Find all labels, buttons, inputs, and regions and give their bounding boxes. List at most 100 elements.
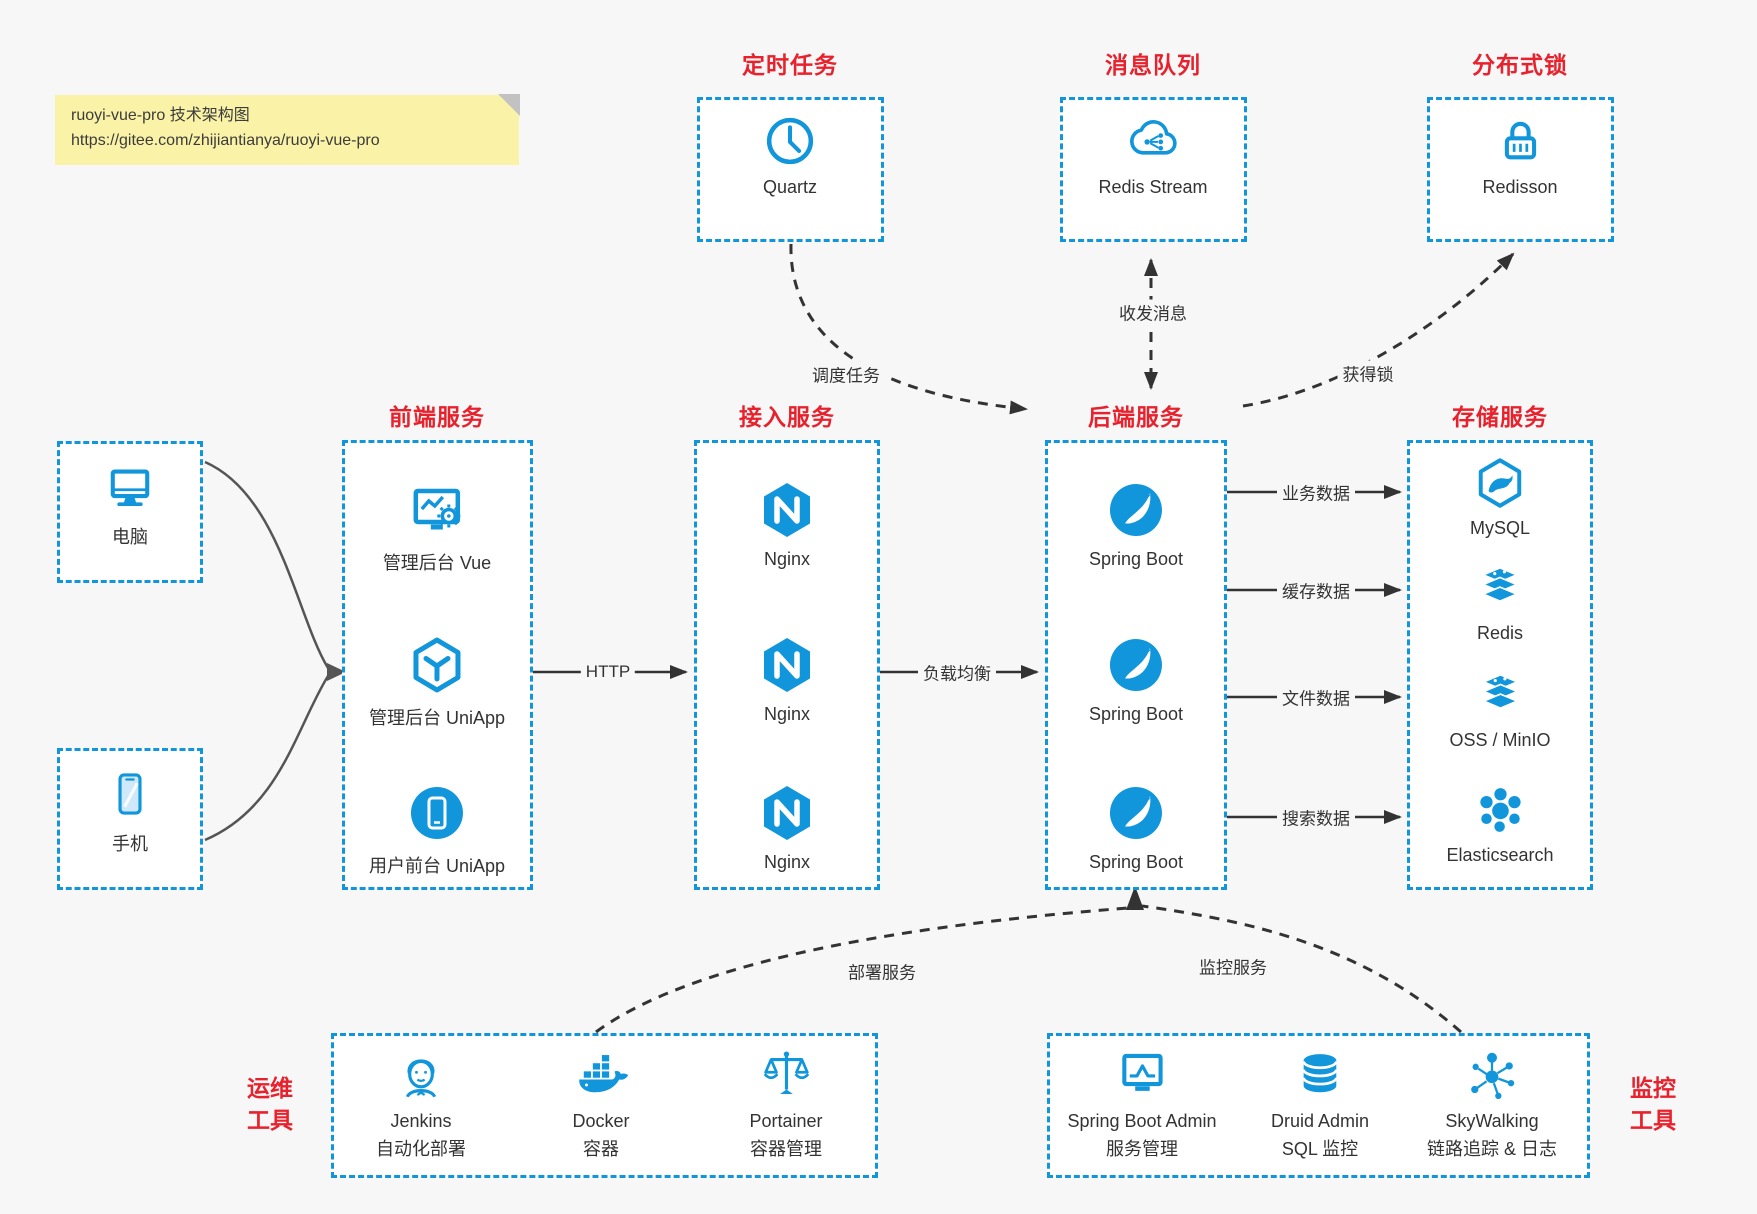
skywalking-icon bbox=[1470, 1051, 1516, 1101]
node-redis-label: Redis bbox=[1476, 623, 1524, 643]
node-admin-vue-label: 管理后台 Vue bbox=[382, 553, 492, 573]
node-portainer-sublabel: 容器管理 bbox=[749, 1139, 822, 1159]
note-title: ruoyi-vue-pro 技术架构图 bbox=[71, 107, 250, 124]
node-redisson: Redisson bbox=[1482, 112, 1558, 198]
gateway-services-title: 接入服务 bbox=[739, 404, 835, 430]
node-skywalking-label: SkyWalking bbox=[1445, 1111, 1539, 1131]
node-jenkins: Jenkins 自动化部署 bbox=[376, 1046, 466, 1161]
node-mysql-label: MySQL bbox=[1469, 518, 1531, 538]
node-druid-admin-sublabel: SQL 监控 bbox=[1281, 1139, 1359, 1159]
backend-services-title: 后端服务 bbox=[1088, 404, 1184, 430]
node-elasticsearch-label: Elasticsearch bbox=[1446, 845, 1554, 865]
mobile-client-box bbox=[57, 748, 203, 890]
redis-stack-icon bbox=[1482, 567, 1518, 602]
node-spring-boot-1-label: Spring Boot bbox=[1088, 549, 1184, 569]
message-queue-title: 消息队列 bbox=[1105, 52, 1201, 78]
scheduled-tasks-title: 定时任务 bbox=[742, 52, 838, 78]
node-pc-label: 电脑 bbox=[112, 527, 148, 547]
node-user-uniapp: 用户前台 UniApp bbox=[369, 781, 505, 878]
druid-icon bbox=[1302, 1052, 1338, 1094]
monitor-tools-side-line2: 工具 bbox=[1630, 1107, 1676, 1133]
node-spring-boot-2-label: Spring Boot bbox=[1088, 704, 1184, 724]
node-nginx-1-label: Nginx bbox=[763, 549, 811, 569]
edge-phone-to-frontend bbox=[204, 675, 330, 842]
monitor-tools-side-line1: 监控 bbox=[1630, 1075, 1676, 1101]
edge-label-load-balance: 负载均衡 bbox=[918, 659, 996, 685]
node-portainer-label: Portainer bbox=[749, 1111, 823, 1131]
edge-label-schedule: 调度任务 bbox=[807, 361, 885, 387]
node-spring-boot-3-label: Spring Boot bbox=[1088, 852, 1184, 872]
edge-label-search-data: 搜索数据 bbox=[1277, 804, 1355, 830]
node-spring-boot-admin: Spring Boot Admin 服务管理 bbox=[1067, 1046, 1217, 1161]
node-docker-sublabel: 容器 bbox=[583, 1139, 619, 1159]
node-spring-boot-3: Spring Boot bbox=[1089, 781, 1183, 873]
node-spring-boot-admin-sublabel: 服务管理 bbox=[1106, 1139, 1178, 1159]
ops-tools-side-line2: 工具 bbox=[247, 1107, 293, 1133]
edge-label-message: 收发消息 bbox=[1114, 299, 1192, 325]
spring-icon bbox=[1109, 786, 1163, 840]
node-skywalking-sublabel: 链路追踪 & 日志 bbox=[1426, 1139, 1558, 1159]
ops-tools-side-label: 运维 工具 bbox=[247, 1072, 293, 1136]
frontend-services-title: 前端服务 bbox=[389, 404, 485, 430]
distributed-lock-title: 分布式锁 bbox=[1472, 52, 1568, 78]
node-redis-stream-label: Redis Stream bbox=[1098, 177, 1208, 197]
node-spring-boot-2: Spring Boot bbox=[1089, 633, 1183, 725]
storage-services-title: 存储服务 bbox=[1452, 404, 1548, 430]
node-spring-boot-1: Spring Boot bbox=[1089, 478, 1183, 570]
edge-label-file-data: 文件数据 bbox=[1277, 684, 1355, 710]
node-jenkins-label: Jenkins bbox=[390, 1111, 452, 1131]
phone-icon bbox=[118, 773, 142, 815]
node-user-uniapp-label: 用户前台 UniApp bbox=[368, 856, 506, 876]
pc-client-box bbox=[57, 441, 203, 583]
edge-label-cache-data: 缓存数据 bbox=[1277, 577, 1355, 603]
ops-tools-side-line1: 运维 bbox=[247, 1075, 293, 1101]
elasticsearch-icon bbox=[1479, 788, 1521, 832]
node-portainer: Portainer 容器管理 bbox=[749, 1046, 823, 1161]
node-skywalking: SkyWalking 链路追踪 & 日志 bbox=[1427, 1046, 1557, 1161]
node-jenkins-sublabel: 自动化部署 bbox=[376, 1139, 466, 1159]
edge-label-deploy: 部署服务 bbox=[843, 958, 921, 984]
node-spring-boot-admin-label: Spring Boot Admin bbox=[1067, 1111, 1217, 1131]
nginx-icon bbox=[755, 633, 819, 697]
sticky-note: ruoyi-vue-pro 技术架构图 https://gitee.com/zh… bbox=[55, 94, 520, 165]
nginx-icon bbox=[755, 781, 819, 845]
node-oss-minio: OSS / MinIO bbox=[1449, 667, 1551, 751]
monitor-tools-side-label: 监控 工具 bbox=[1630, 1072, 1676, 1136]
storage-stack-icon bbox=[1482, 674, 1518, 709]
node-docker: Docker 容器 bbox=[572, 1046, 630, 1161]
uniapp-icon bbox=[405, 633, 469, 697]
node-elasticsearch: Elasticsearch bbox=[1446, 782, 1554, 866]
user-app-icon bbox=[409, 785, 465, 841]
node-redis-stream: Redis Stream bbox=[1098, 112, 1208, 198]
jenkins-icon bbox=[405, 1059, 437, 1099]
node-redisson-label: Redisson bbox=[1482, 177, 1558, 197]
node-admin-uniapp-label: 管理后台 UniApp bbox=[368, 708, 506, 728]
node-druid-admin: Druid Admin SQL 监控 bbox=[1271, 1046, 1369, 1161]
admin-vue-icon bbox=[405, 478, 469, 542]
node-druid-admin-label: Druid Admin bbox=[1270, 1111, 1370, 1131]
edge-label-http: HTTP bbox=[580, 662, 636, 682]
clock-icon bbox=[761, 112, 819, 170]
edge-pc-to-frontend bbox=[204, 460, 330, 669]
node-quartz-label: Quartz bbox=[762, 177, 818, 197]
node-redis: Redis bbox=[1472, 560, 1528, 644]
node-admin-vue: 管理后台 Vue bbox=[383, 478, 491, 575]
edge-label-lock: 获得锁 bbox=[1337, 360, 1399, 386]
node-mysql: MySQL bbox=[1470, 455, 1530, 539]
node-nginx-3: Nginx bbox=[755, 781, 819, 873]
edge-monitor bbox=[1141, 904, 1462, 1034]
edge-label-monitor: 监控服务 bbox=[1194, 953, 1272, 979]
docker-icon bbox=[579, 1055, 629, 1093]
node-nginx-3-label: Nginx bbox=[763, 852, 811, 872]
node-docker-label: Docker bbox=[572, 1111, 630, 1131]
cloud-stream-icon bbox=[1129, 120, 1177, 155]
node-nginx-1: Nginx bbox=[755, 478, 819, 570]
nginx-icon bbox=[755, 478, 819, 542]
note-url: https://gitee.com/zhijiantianya/ruoyi-vu… bbox=[71, 131, 380, 149]
node-mobile: 手机 bbox=[101, 765, 159, 856]
spring-icon bbox=[1109, 483, 1163, 537]
node-mobile-label: 手机 bbox=[112, 834, 148, 854]
node-admin-uniapp: 管理后台 UniApp bbox=[369, 633, 505, 730]
node-quartz: Quartz bbox=[761, 112, 819, 198]
